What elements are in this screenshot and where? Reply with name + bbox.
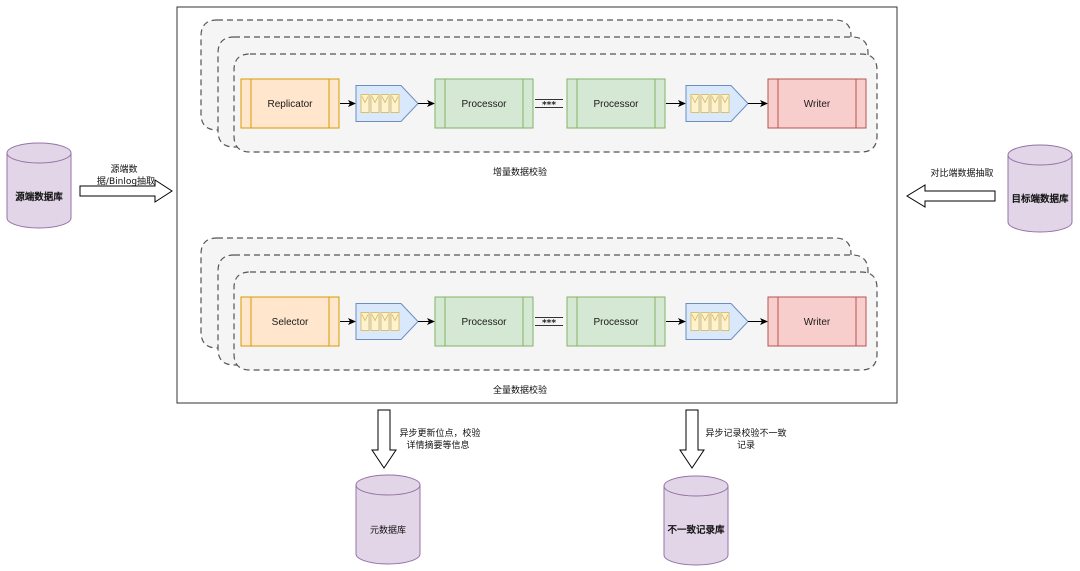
selector-node-label: Selector [272,317,309,328]
pipeline-stack-layer [233,271,878,371]
processor-node-1[interactable]: Processor [434,78,534,129]
database-icon [355,474,421,496]
inconsistent-record-label-line1: 异步记录校验不一致 [705,427,786,439]
pipeline-caption: 增量数据校验 [493,166,547,178]
inconsistent-database[interactable]: 不一致记录库 [663,475,729,566]
target-extract-label: 对比端数据抽取 [930,167,993,179]
source-extract-label-line2: 据/Binlog抽取 [97,175,155,187]
ellipsis-text: *** [542,101,556,111]
processor-node-1-label: Processor [461,317,507,328]
inconsistent-database-label: 不一致记录库 [667,524,725,536]
meta-database-label: 元数据库 [370,524,406,536]
pipeline-caption: 全量数据校验 [493,384,547,396]
writer-node[interactable]: Writer [767,78,867,129]
database-icon [663,475,729,497]
processor-node-2-label: Processor [593,317,639,328]
pipeline-group-full: Selector Processor *** Processor Writer 全量数据校… [200,237,878,396]
block-arrow-down-icon [371,409,397,469]
writer-node[interactable]: Writer [767,296,867,347]
meta-update-label-line1: 异步更新位点，校验 [399,427,480,439]
writer-node-label: Writer [804,99,831,110]
processor-node-1[interactable]: Processor [434,296,534,347]
ellipsis-text: *** [542,319,556,329]
meta-update-label-line2: 详情摘要等信息 [406,439,469,451]
ellipsis-separator: *** [535,99,563,111]
processor-node-2[interactable]: Processor [566,296,666,347]
replicator-node[interactable]: Replicator [240,78,340,129]
target-database-label: 目标端数据库 [1011,193,1069,205]
block-arrow-right-icon [79,179,173,203]
database-icon [1007,144,1073,166]
processor-node-2[interactable]: Processor [566,78,666,129]
block-arrow-down-icon [679,409,705,469]
inconsistent-record-arrow: 异步记录校验不一致 记录 [679,409,787,469]
selector-node[interactable]: Selector [240,296,340,347]
meta-update-arrow: 异步更新位点，校验 详情摘要等信息 [371,409,481,469]
source-database-label: 源端数据库 [15,191,63,203]
pipeline-stack-layer [233,53,878,153]
processor-node-2-label: Processor [593,99,639,110]
database-icon [6,142,72,164]
meta-database[interactable]: 元数据库 [355,474,421,565]
ellipsis-separator: *** [535,317,563,329]
source-extract-arrow: 源端数 据/Binlog抽取 [79,163,173,203]
target-extract-arrow: 对比端数据抽取 [906,167,996,208]
block-arrow-left-icon [906,184,996,208]
target-database[interactable]: 目标端数据库 [1007,144,1073,233]
writer-node-label: Writer [804,317,831,328]
source-extract-label-line1: 源端数 [110,163,137,175]
inconsistent-record-label-line2: 记录 [737,440,755,451]
processor-node-1-label: Processor [461,99,507,110]
source-database[interactable]: 源端数据库 [6,142,72,229]
pipeline-group-incremental: Replicator Processor *** Processor Writer 增量数… [200,19,878,178]
replicator-node-label: Replicator [267,99,313,110]
